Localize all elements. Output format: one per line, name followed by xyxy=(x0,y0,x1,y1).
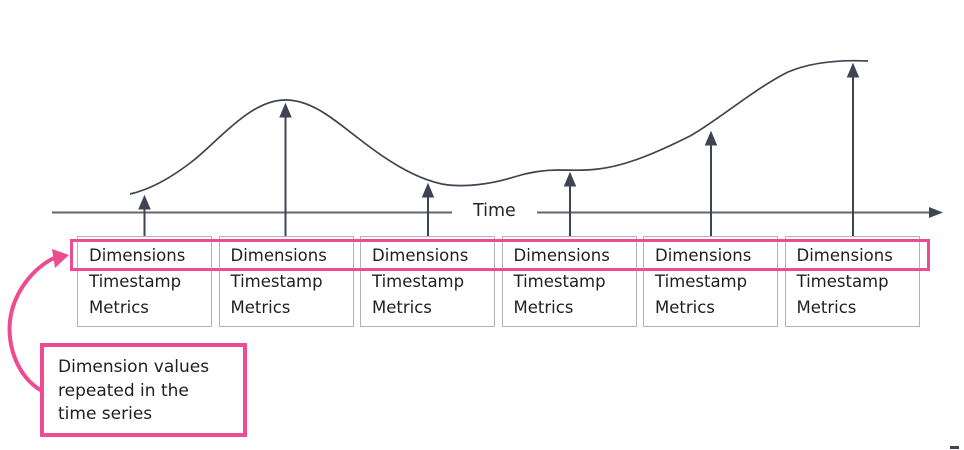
record-box-6: Dimensions Timestamp Metrics xyxy=(784,236,920,327)
callout-arrowhead-icon xyxy=(52,249,69,268)
record-field-timestamp: Timestamp xyxy=(372,272,465,291)
record-field-timestamp: Timestamp xyxy=(513,272,606,291)
record-field-dimensions: Dimensions xyxy=(513,246,610,265)
clipped-edge-artifact xyxy=(950,446,959,449)
record-field-metrics: Metrics xyxy=(655,298,715,317)
record-field-timestamp: Timestamp xyxy=(230,272,323,291)
record-field-metrics: Metrics xyxy=(513,298,574,317)
callout-note: Dimension values repeated in the time se… xyxy=(40,343,247,437)
record-field-dimensions: Dimensions xyxy=(796,246,893,265)
callout-line-3: time series xyxy=(58,404,153,424)
data-point-arrow-3 xyxy=(421,182,435,237)
data-point-arrow-2 xyxy=(279,102,292,237)
time-axis xyxy=(52,207,943,218)
time-series-curve xyxy=(129,59,869,195)
record-field-dimensions: Dimensions xyxy=(372,246,469,265)
record-field-timestamp: Timestamp xyxy=(796,272,889,291)
dimensions-highlight-box xyxy=(70,239,930,271)
record-field-metrics: Metrics xyxy=(796,298,857,317)
record-field-metrics: Metrics xyxy=(89,298,149,317)
record-field-metrics: Metrics xyxy=(230,298,291,317)
record-field-timestamp: Timestamp xyxy=(89,272,182,291)
record-box-2: Dimensions Timestamp Metrics xyxy=(218,236,354,327)
record-box-1: Dimensions Timestamp Metrics xyxy=(77,236,212,327)
record-field-dimensions: Dimensions xyxy=(89,246,186,265)
record-field-timestamp: Timestamp xyxy=(655,272,748,291)
record-field-metrics: Metrics xyxy=(372,298,432,317)
axis-arrowhead-icon xyxy=(929,207,943,218)
data-point-arrow-4 xyxy=(563,171,577,237)
callout-line-2: repeated in the xyxy=(58,380,189,401)
data-point-arrow-1 xyxy=(138,194,151,237)
record-field-dimensions: Dimensions xyxy=(655,246,752,265)
callout-annotation-arrow xyxy=(7,249,69,394)
record-field-dimensions: Dimensions xyxy=(230,246,327,265)
time-axis-label: Time xyxy=(473,201,516,221)
data-point-arrow-5 xyxy=(704,130,718,237)
data-point-arrows xyxy=(138,62,860,237)
record-box-row: Dimensions Timestamp Metrics Dimensions … xyxy=(77,236,920,327)
data-point-arrow-6 xyxy=(846,62,860,237)
record-box-4: Dimensions Timestamp Metrics xyxy=(501,236,637,327)
callout-line-1: Dimension values xyxy=(58,357,210,377)
record-box-5: Dimensions Timestamp Metrics xyxy=(643,236,778,327)
record-box-3: Dimensions Timestamp Metrics xyxy=(360,236,495,327)
